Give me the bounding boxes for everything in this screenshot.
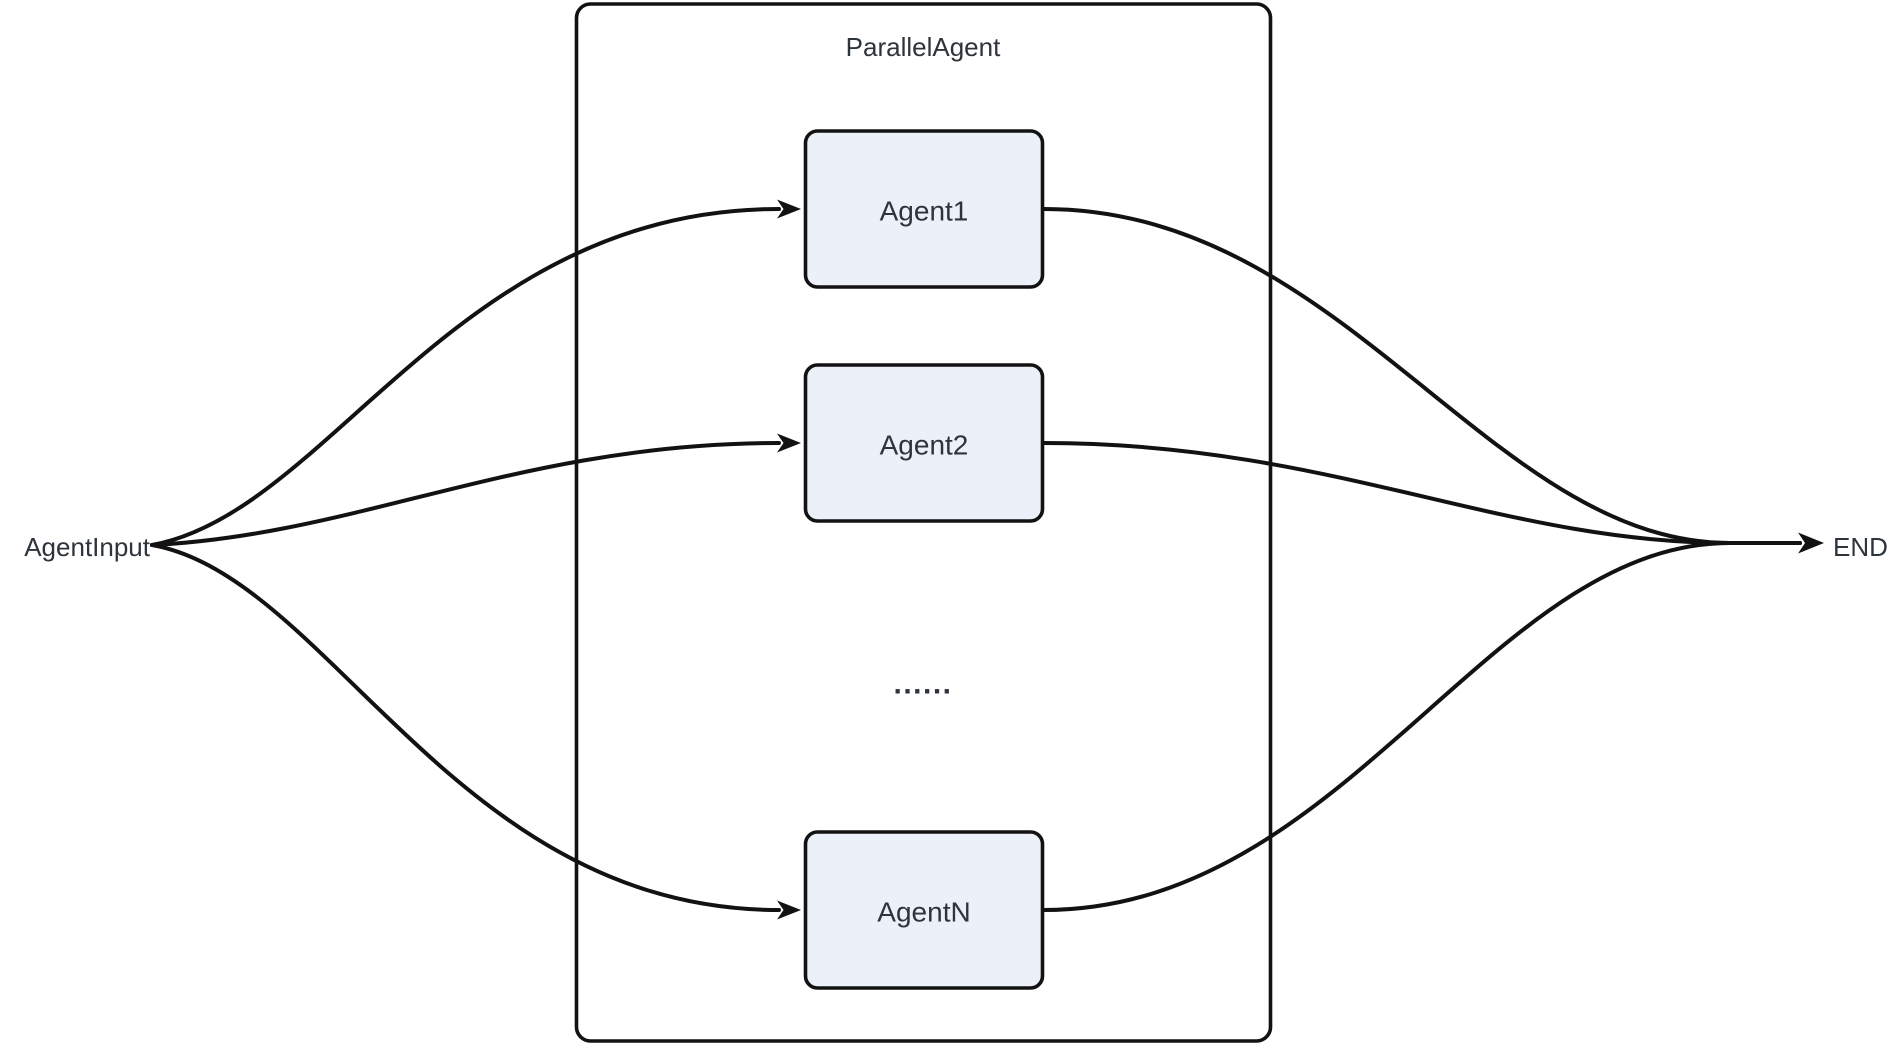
- agent2-box: [803, 363, 1045, 523]
- parallel-agent-container: ParallelAgent: [574, 2, 1273, 1043]
- agentn-box: [803, 830, 1045, 990]
- parallel-agent-container-label: ParallelAgent: [846, 32, 1001, 62]
- node-agent1: Agent1: [803, 129, 1045, 289]
- agent1-box: [803, 129, 1045, 289]
- edge-agentinput-agentn: [150, 543, 781, 912]
- edges-converge: [1042, 207, 1824, 912]
- edge-agent1-end: [1042, 207, 1802, 545]
- edge-agentinput-agent2: [150, 441, 781, 547]
- node-agentn: AgentN: [803, 830, 1045, 990]
- parallel-agent-container-border: [574, 2, 1273, 1043]
- edge-agent2-end: [1042, 441, 1802, 545]
- edges-fan-out: [150, 199, 801, 920]
- node-agent2: Agent2: [803, 363, 1045, 523]
- arrowhead-into-agent2: [777, 433, 801, 453]
- agent-input-label: AgentInput: [24, 532, 151, 562]
- arrowhead-into-end: [1798, 532, 1824, 554]
- arrowhead-into-agentn: [777, 900, 801, 920]
- ellipsis-label: ......: [893, 668, 952, 701]
- agent1-label: Agent1: [880, 196, 969, 227]
- arrowhead-into-agent1: [777, 199, 801, 219]
- agent2-label: Agent2: [880, 430, 969, 461]
- edge-agentn-end: [1042, 541, 1802, 912]
- edge-agentinput-agent1: [150, 207, 781, 547]
- end-label: END: [1833, 532, 1888, 562]
- agentn-label: AgentN: [877, 897, 970, 928]
